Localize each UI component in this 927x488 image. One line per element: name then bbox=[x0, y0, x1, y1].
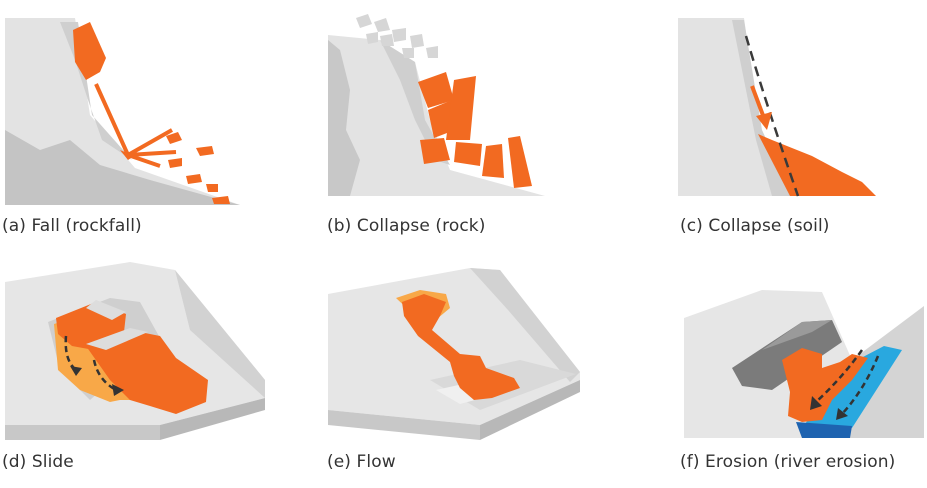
caption-collapse-soil: (c) Collapse (soil) bbox=[680, 216, 830, 236]
caption-erosion: (f) Erosion (river erosion) bbox=[680, 452, 896, 472]
erosion-illustration bbox=[684, 290, 924, 438]
collapsing-rocks bbox=[418, 72, 532, 188]
panel-slide: (d) Slide bbox=[0, 250, 310, 488]
collapse-arrow bbox=[750, 85, 766, 119]
erosion-arrow-1 bbox=[815, 349, 864, 403]
erosion-mass bbox=[782, 348, 868, 422]
caption-collapse-rock: (b) Collapse (rock) bbox=[327, 216, 486, 236]
erosion-arrow-2 bbox=[841, 355, 880, 415]
loose-blocks bbox=[356, 14, 438, 58]
caption-fall: (a) Fall (rockfall) bbox=[2, 216, 142, 236]
collapse-rock-illustration bbox=[328, 14, 545, 196]
panel-collapse-soil: (c) Collapse (soil) bbox=[672, 0, 927, 240]
collapse-soil-illustration bbox=[678, 18, 876, 197]
flow-mass bbox=[402, 294, 520, 400]
soil-mass bbox=[758, 134, 876, 196]
flow-illustration bbox=[328, 268, 580, 440]
dark-terrace bbox=[732, 320, 842, 390]
slide-illustration bbox=[5, 262, 265, 440]
panel-erosion: (f) Erosion (river erosion) bbox=[672, 250, 927, 488]
rock-fragments bbox=[166, 132, 230, 204]
river-water bbox=[804, 346, 902, 428]
slide-lower-mass bbox=[86, 330, 208, 414]
caption-flow: (e) Flow bbox=[327, 452, 396, 472]
panel-collapse-rock: (b) Collapse (rock) bbox=[320, 0, 620, 240]
caption-slide: (d) Slide bbox=[2, 452, 74, 472]
river-bed bbox=[796, 422, 852, 438]
fall-illustration bbox=[5, 18, 240, 205]
fall-arrows bbox=[94, 83, 177, 168]
panel-flow: (e) Flow bbox=[320, 250, 620, 488]
falling-rock bbox=[73, 22, 106, 80]
panel-fall: (a) Fall (rockfall) bbox=[0, 0, 310, 240]
